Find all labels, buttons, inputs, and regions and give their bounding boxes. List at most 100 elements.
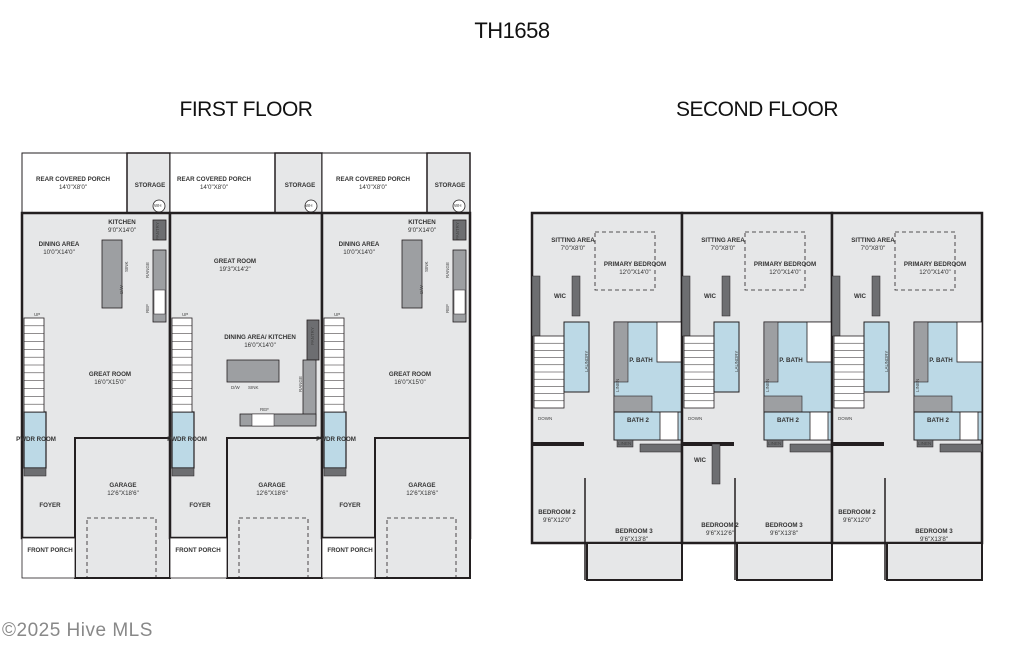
room-name: REAR COVERED PORCH <box>336 176 410 183</box>
room-name: FRONT PORCH <box>175 547 221 554</box>
room-dimensions: 9'6"X12'0" <box>842 517 872 524</box>
garage-door-outline <box>86 517 157 579</box>
pantry <box>152 219 167 241</box>
room-label: PWDR ROOM <box>16 436 56 444</box>
fixture-label: DOWN <box>838 416 853 421</box>
tray-ceiling-outline <box>594 231 656 291</box>
wic-wall <box>831 275 841 337</box>
garage <box>226 437 323 579</box>
closet <box>323 467 347 477</box>
fixture-label: SINK <box>124 261 129 272</box>
fixture-label: LINEN <box>768 441 782 446</box>
pantry <box>452 219 467 241</box>
room-dimensions: 12'0"X14'0" <box>919 269 951 276</box>
wic-wall <box>721 275 731 317</box>
room-name: GREAT ROOM <box>213 258 257 265</box>
room-dimensions: 12'6"X18'6" <box>107 490 139 497</box>
wic-wall <box>531 275 541 337</box>
second-floor-heading: SECOND FLOOR <box>675 98 839 121</box>
wic-wall <box>711 443 721 485</box>
closet-wall <box>789 443 833 453</box>
room-dimensions: 10'0"X14'0" <box>43 249 75 256</box>
room-dimensions: 12'0"X14'0" <box>769 269 801 276</box>
room-name: FOYER <box>189 502 211 509</box>
fixture-label: REF <box>260 407 269 412</box>
room-name: BEDROOM 2 <box>701 522 739 529</box>
room-name: DINING AREA/ KITCHEN <box>224 334 296 341</box>
room-name: FRONT PORCH <box>327 547 373 554</box>
room-name: WIC <box>553 293 567 300</box>
room-name: REAR COVERED PORCH <box>36 176 110 183</box>
room-name: PWDR ROOM <box>167 436 207 443</box>
room-label: PWDR ROOM <box>167 436 207 444</box>
fixture-label: LAUNDRY <box>584 350 589 372</box>
fixture-label: PANTRY <box>455 222 460 240</box>
room-name: PRIMARY BEDROOM <box>903 261 967 268</box>
bathtub <box>959 411 979 441</box>
fixture-label: REF <box>445 304 450 313</box>
fixture-label: WH <box>154 203 162 208</box>
room-name: P. BATH <box>779 357 803 364</box>
room-dimensions: 7'0"X8'0" <box>710 245 736 252</box>
vanity <box>913 321 929 383</box>
room-label: FOYER <box>339 502 360 510</box>
fixture-label: D/W <box>231 385 240 390</box>
room-label: FRONT PORCH <box>175 547 220 555</box>
watermark: ©2025 Hive MLS <box>2 620 153 641</box>
room-name: SITTING AREA <box>701 237 745 244</box>
fixture-label: PANTRY <box>155 222 160 240</box>
fixture-label: LINEN <box>918 441 932 446</box>
room-name: GARAGE <box>408 482 436 489</box>
linen-closet <box>616 439 634 448</box>
room-name: FRONT PORCH <box>27 547 73 554</box>
room-dimensions: 7'0"X8'0" <box>560 245 586 252</box>
room-name: FOYER <box>339 502 361 509</box>
room-name: STORAGE <box>434 182 466 189</box>
fixture-label: SINK <box>424 261 429 272</box>
room-name: PWDR ROOM <box>316 436 356 443</box>
closet <box>23 467 47 477</box>
closet <box>171 467 195 477</box>
room-name: BEDROOM 2 <box>538 509 576 516</box>
bedroom-3-extension <box>736 542 833 581</box>
fixture-label: PANTRY <box>310 327 315 345</box>
room-name: P. BATH <box>929 357 953 364</box>
vanity <box>613 395 653 413</box>
first-floor-heading: FIRST FLOOR <box>179 98 313 121</box>
fixture-label: RANGE <box>298 375 303 392</box>
laundry <box>863 321 890 393</box>
room-dimensions: 9'0"X14'0" <box>407 227 437 234</box>
front-porch <box>321 537 376 579</box>
refrigerator <box>153 289 166 315</box>
shower <box>656 321 683 363</box>
wic-wall <box>571 275 581 317</box>
plan-title: TH1658 <box>474 18 550 43</box>
linen-closet <box>766 439 784 448</box>
room-name: DINING AREA <box>338 241 380 248</box>
room-name: BATH 2 <box>627 417 649 424</box>
room-name: PRIMARY BEDROOM <box>603 261 667 268</box>
wic-wall <box>681 275 691 337</box>
fixture-label: D/W <box>119 285 124 294</box>
room-label: WIC <box>854 293 866 301</box>
bedroom-3-extension <box>586 542 683 581</box>
fixture-label: DOWN <box>538 416 553 421</box>
laundry <box>563 321 590 393</box>
linen-closet <box>916 439 934 448</box>
kitchen-island <box>226 359 280 383</box>
front-porch <box>169 537 228 579</box>
room-name: KITCHEN <box>108 219 136 226</box>
vanity <box>613 321 629 383</box>
room-name: BEDROOM 2 <box>838 509 876 516</box>
